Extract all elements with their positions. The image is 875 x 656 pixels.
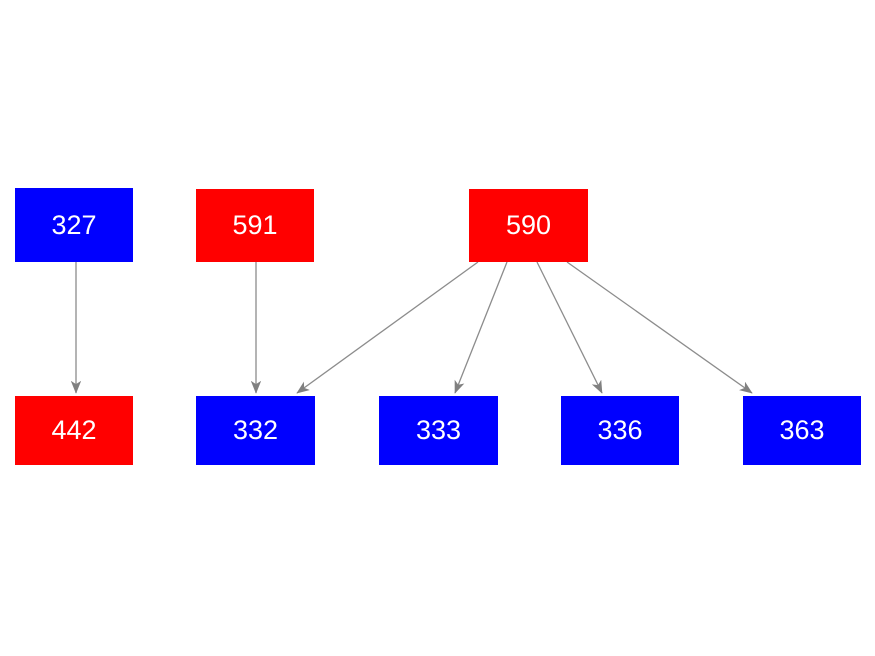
edge-590-to-332: [296, 261, 479, 394]
node-591[interactable]: 591: [196, 189, 314, 262]
node-label: 332: [232, 415, 279, 445]
edge-590-to-363: [566, 261, 753, 394]
node-label: 333: [415, 415, 462, 445]
edges-group: [70, 261, 753, 394]
node-label: 363: [779, 415, 825, 445]
node-label: 327: [51, 209, 97, 240]
node-label: 336: [597, 415, 643, 445]
node-label: 590: [505, 210, 552, 240]
node-327[interactable]: 327: [15, 188, 133, 262]
node-442[interactable]: 442: [15, 396, 133, 465]
node-363[interactable]: 363: [743, 396, 861, 465]
node-590[interactable]: 590: [469, 189, 588, 262]
edge-590-to-336: [536, 261, 603, 394]
node-332[interactable]: 332: [196, 396, 315, 465]
node-333[interactable]: 333: [379, 396, 498, 465]
node-label: 442: [51, 415, 97, 445]
node-336[interactable]: 336: [561, 396, 679, 465]
node-label: 591: [232, 210, 278, 240]
edge-590-to-333: [454, 261, 508, 394]
